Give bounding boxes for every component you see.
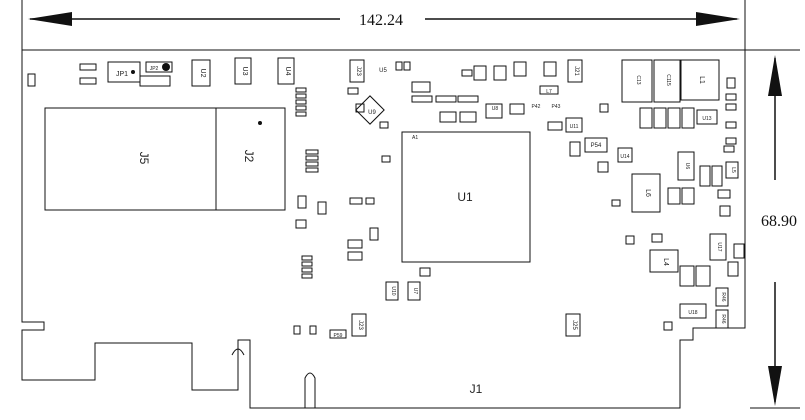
j23-label: J23 — [357, 320, 363, 330]
p43-label: P43 — [552, 104, 561, 110]
u4-label: U4 — [284, 67, 291, 76]
height-dimension: 68.90 — [745, 49, 800, 409]
p59-label: P59 — [334, 333, 343, 339]
u3-label: U3 — [241, 67, 248, 76]
u11-label: U11 — [570, 124, 579, 130]
l6-label: L6 — [644, 189, 651, 197]
top-row-parts: JP1 JP2 U2 U3 U4 J23 U5 J21 C13 C115 L1 — [27, 57, 736, 103]
u9-label: U9 — [368, 110, 376, 116]
bottom-parts: J23 J25 P59 J1 — [329, 313, 581, 396]
height-label: 68.90 — [761, 213, 797, 230]
pcie-notch — [231, 348, 245, 356]
l1-label: L1 — [698, 76, 705, 84]
connector-j5-j2: J5 J2 — [44, 107, 286, 211]
j1-label: J1 — [470, 382, 483, 396]
l7-label: L7 — [546, 89, 552, 95]
chip-u1: A1 U1 — [401, 131, 531, 263]
height-arrow-top — [768, 55, 782, 96]
u17-label: U17 — [716, 242, 722, 251]
board-outline — [21, 49, 746, 409]
width-arrow-right — [696, 12, 740, 26]
width-label: 142.24 — [359, 12, 403, 29]
r46b-label: R46 — [720, 314, 726, 323]
width-dimension: 142.24 — [21, 0, 746, 50]
u18-label: U18 — [688, 310, 697, 316]
j25-label: J25 — [571, 320, 577, 330]
p42-label: P42 — [532, 104, 541, 110]
width-arrow-left — [28, 12, 72, 26]
c13-label: C13 — [635, 75, 641, 84]
j21-label: J21 — [573, 66, 579, 76]
j23-top-label: J23 — [355, 66, 361, 76]
jp2-label: JP2 — [150, 66, 159, 72]
l4-label: L4 — [662, 258, 669, 266]
u14-label: U14 — [620, 154, 629, 160]
height-arrow-bottom — [768, 366, 782, 406]
u8-label: U8 — [492, 106, 499, 112]
u13-label: U13 — [702, 116, 711, 122]
u1-label: U1 — [457, 190, 473, 204]
c115-label: C115 — [665, 74, 671, 86]
u5-label: U5 — [379, 68, 387, 74]
u10-label: U10 — [390, 286, 396, 295]
center-right-parts: U9 U8 L7 P42 P43 U11 P54 U14 U13 L6 U6 L… — [355, 85, 739, 329]
u7-label: U7 — [412, 288, 418, 295]
jp1-label: JP1 — [116, 71, 128, 78]
j2-label: J2 — [242, 150, 256, 163]
p54-label: P54 — [591, 143, 602, 149]
a1-marker: A1 — [412, 135, 418, 141]
j5-label: J5 — [137, 152, 151, 165]
r46-label: R46 — [720, 292, 726, 301]
l5-label: L5 — [730, 167, 736, 173]
u2-label: U2 — [199, 69, 206, 78]
u6-label: U6 — [684, 163, 690, 170]
pcie-key-slot — [304, 372, 316, 408]
smd-pad-field — [293, 61, 745, 335]
